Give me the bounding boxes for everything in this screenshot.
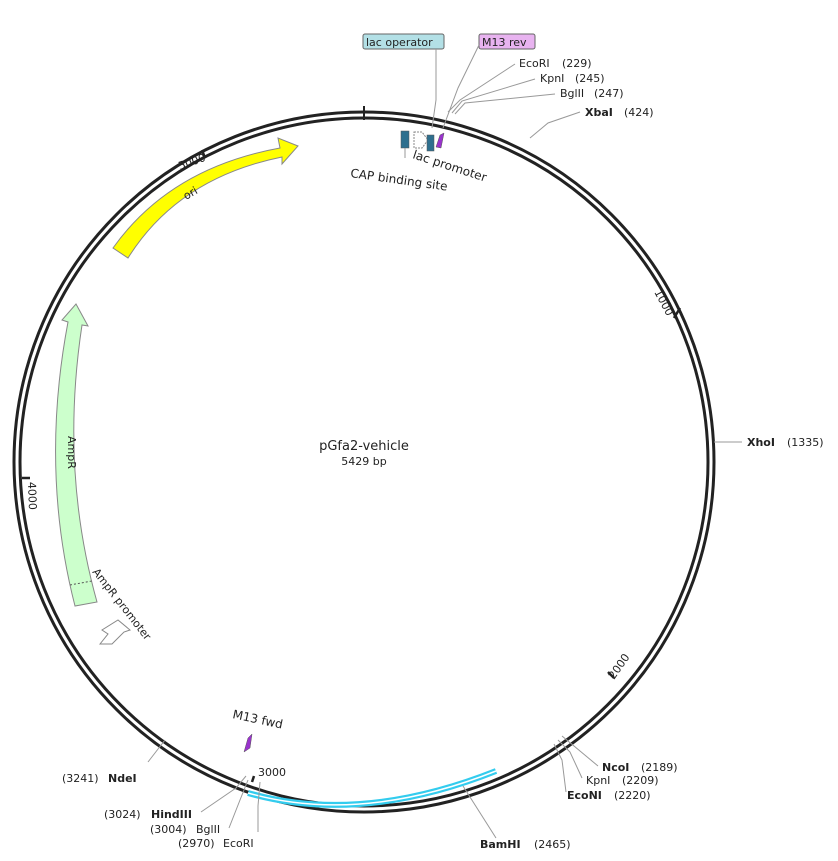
xhoi-name: XhoI [747, 436, 775, 449]
bglii-top-name: BglII [560, 87, 584, 100]
ncoi-leader [561, 735, 599, 767]
lac-operator-feature[interactable] [426, 134, 435, 152]
m13-rev-leader [442, 44, 480, 129]
tick-5000-mark [200, 149, 207, 159]
kpni-bot-pos: (2209) [622, 774, 659, 787]
hindiii-pos: (3024) [104, 808, 141, 821]
bamhi-name: BamHI [480, 838, 521, 851]
tick-1000: 1000 [651, 287, 676, 318]
ndei-leader [147, 739, 166, 763]
kpni-bot-name: KpnI [586, 774, 610, 787]
econi-pos: (2220) [614, 789, 651, 802]
cap-binding-site-label: CAP binding site [350, 166, 449, 193]
lac-operator-label: lac operator [366, 36, 433, 49]
econi-name: EcoNI [567, 789, 602, 802]
hindiii-leader [200, 775, 247, 813]
lac-promoter-feature[interactable] [413, 131, 429, 149]
m13-fwd-label: M13 fwd [231, 707, 284, 731]
tick-3000: 3000 [258, 766, 286, 779]
tick-4000: 4000 [25, 482, 39, 510]
bglii-top-pos: (247) [594, 87, 624, 100]
ecori-bot-name: EcoRI [223, 837, 254, 850]
ecori-bot-pos: (2970) [178, 837, 215, 850]
ori-feature[interactable] [112, 137, 299, 259]
hindiii-name: HindIII [151, 808, 192, 821]
tick-3000-mark [250, 775, 256, 783]
m13-rev-feature[interactable] [435, 132, 445, 149]
lac-operator-box [362, 33, 445, 50]
ecori-top-leader [447, 63, 516, 113]
bglii-top-leader [454, 93, 556, 115]
ecori-top-name: EcoRI [519, 57, 550, 70]
ori-label: ori [181, 184, 200, 202]
xbai-leader [529, 111, 581, 139]
ndei-pos: (3241) [62, 772, 99, 785]
xhoi-pos: (1335) [787, 436, 824, 449]
ncoi-name: NcoI [602, 761, 629, 774]
insert-region-inner [247, 770, 497, 806]
lac-operator-leader [431, 49, 437, 129]
bglii-bot-pos: (3004) [150, 823, 187, 836]
kpni-top-pos: (245) [575, 72, 605, 85]
tick-2000-mark [607, 671, 615, 679]
bglii-bot-leader [228, 779, 249, 829]
ecori-bot-leader [257, 781, 261, 832]
xbai-name: XbaI [585, 106, 613, 119]
kpni-top-leader [451, 78, 536, 114]
ecori-top-pos: (229) [562, 57, 592, 70]
tick-5000: 5000 [177, 151, 208, 173]
ampr-label: AmpR [65, 436, 78, 469]
ampr-feature[interactable] [55, 303, 98, 607]
tick-1000-mark [672, 307, 682, 319]
ampr-promoter-feature[interactable] [98, 619, 132, 645]
econi-leader [553, 743, 567, 793]
ndei-name: NdeI [108, 772, 137, 785]
m13-fwd-feature[interactable] [243, 733, 253, 753]
kpni-bot-leader [557, 739, 583, 779]
xbai-pos: (424) [624, 106, 654, 119]
plasmid-name: pGfa2-vehicle [319, 439, 409, 454]
ncoi-pos: (2189) [641, 761, 678, 774]
kpni-top-name: KpnI [540, 72, 564, 85]
plasmid-length: 5429 bp [341, 455, 386, 468]
m13-rev-box [478, 33, 536, 50]
tick-2000: 2000 [606, 651, 633, 681]
bglii-bot-name: BglII [196, 823, 220, 836]
cap-binding-site-feature[interactable] [400, 130, 410, 149]
bamhi-leader [462, 785, 497, 839]
bamhi-pos: (2465) [534, 838, 571, 851]
m13-rev-label: M13 rev [482, 36, 527, 49]
